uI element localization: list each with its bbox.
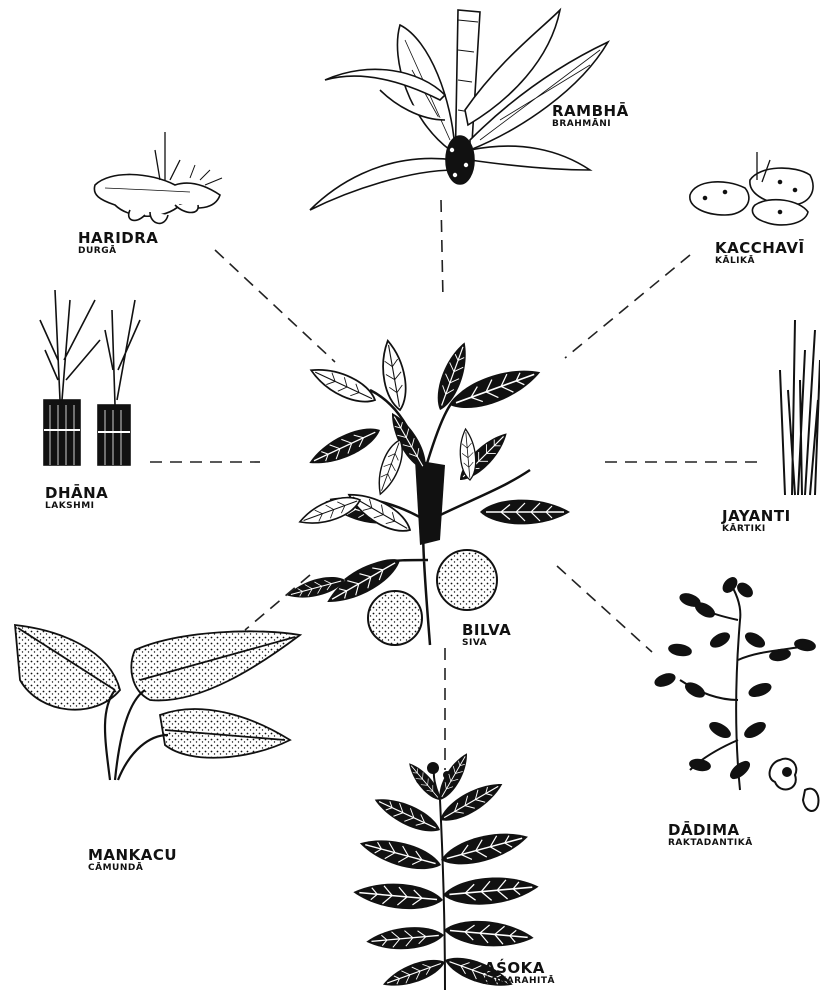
connector-kacchavi — [565, 255, 690, 358]
dhana-name: DHĀNA — [45, 484, 108, 502]
jayanti-illustration — [780, 320, 820, 495]
dadima-deity: RAKTADANTIKĀ — [668, 839, 753, 848]
label-bilva: BILVA SIVA — [462, 622, 511, 648]
jayanti-name: JAYANTI — [722, 507, 791, 525]
rambha-deity: BRAHMĀNI — [552, 120, 629, 129]
label-kacchavi: KACCHAVĪ KĀLIKĀ — [715, 240, 805, 266]
label-dadima: DĀDIMA RAKTADANTIKĀ — [668, 822, 753, 848]
mankacu-illustration — [15, 625, 300, 780]
connector-haridra — [215, 250, 335, 362]
label-jayanti: JAYANTI KĀRTIKI — [722, 508, 791, 534]
connector-mankacu — [245, 575, 310, 630]
kacchavi-deity: KĀLIKĀ — [715, 257, 805, 266]
kacchavi-illustration — [690, 152, 813, 225]
rambha-name: RAMBHĀ — [552, 102, 629, 120]
dadima-illustration — [654, 576, 819, 811]
label-dhana: DHĀNA LAKSHMI — [45, 485, 108, 511]
dhana-deity: LAKSHMI — [45, 502, 108, 511]
asoka-name: AŚOKA — [484, 959, 545, 977]
asoka-illustration — [352, 750, 540, 994]
bilva-illustration — [285, 339, 570, 645]
label-rambha: RAMBHĀ BRAHMĀNI — [552, 103, 629, 129]
dhana-illustration — [40, 290, 140, 465]
label-haridra: HARIDRA DURGĀ — [78, 230, 158, 256]
haridra-name: HARIDRA — [78, 229, 158, 247]
label-asoka: AŚOKA ŚOKARAHITĀ — [484, 960, 555, 986]
mankacu-name: MANKACU — [88, 846, 177, 864]
jayanti-deity: KĀRTIKI — [722, 525, 791, 534]
asoka-deity: ŚOKARAHITĀ — [484, 977, 555, 986]
haridra-illustration — [94, 132, 222, 223]
mankacu-deity: CĀMUNDĀ — [88, 864, 177, 873]
bilva-deity: SIVA — [462, 639, 511, 648]
connector-rambha — [441, 200, 443, 300]
haridra-deity: DURGĀ — [78, 247, 158, 256]
connector-dadima — [557, 566, 652, 652]
bilva-name: BILVA — [462, 621, 511, 639]
label-mankacu: MANKACU CĀMUNDĀ — [88, 847, 177, 873]
kacchavi-name: KACCHAVĪ — [715, 239, 805, 257]
dadima-name: DĀDIMA — [668, 821, 740, 839]
